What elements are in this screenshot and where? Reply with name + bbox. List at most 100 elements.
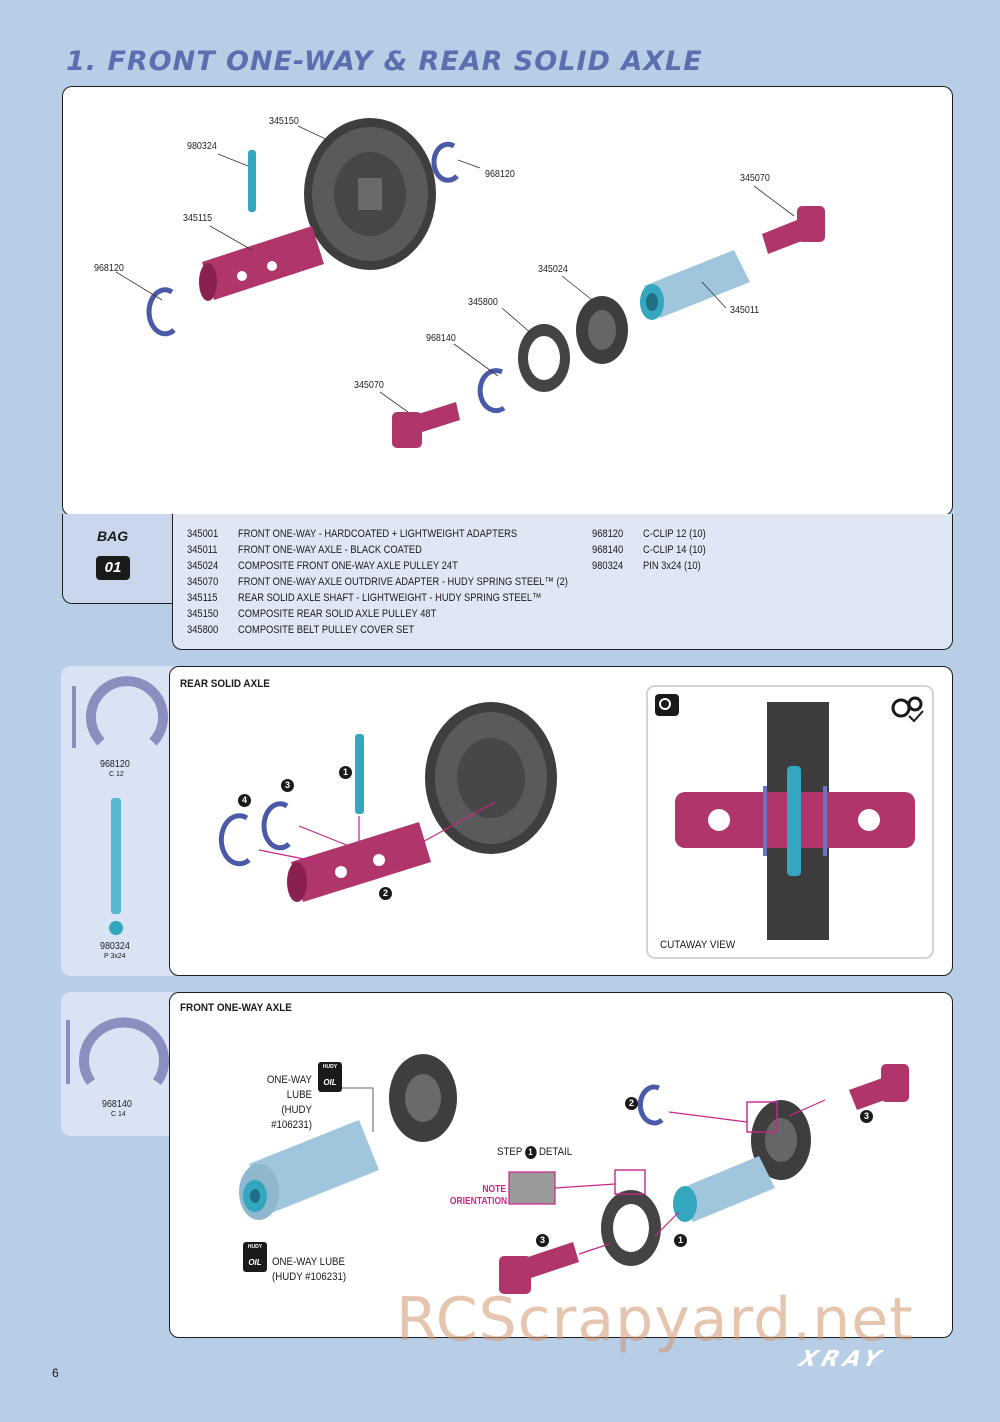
lube-bottom-line-2: (HUDY #106231) — [272, 1271, 347, 1283]
pulley-24t-right — [751, 1100, 811, 1180]
clip-step4 — [218, 813, 251, 867]
exploded-view-panel — [62, 86, 953, 516]
hudy-badge-bottom-text: HUDY — [247, 1244, 263, 1250]
step-detail-num: 1 — [524, 1146, 537, 1159]
label-968120-left: 968120 — [94, 262, 124, 274]
pulley-48t — [304, 118, 436, 270]
label-345011: 345011 — [730, 304, 760, 316]
rear-section-title: REAR SOLID AXLE — [180, 678, 270, 690]
exploded-view-drawing — [115, 118, 825, 448]
label-345800: 345800 — [468, 296, 498, 308]
rear-axle-drawing — [218, 685, 934, 959]
page-title: 1. FRONT ONE-WAY & REAR SOLID AXLE — [66, 46, 703, 77]
label-345070-bottom: 345070 — [354, 379, 384, 391]
lube-label-bottom: ONE-WAY LUBE (HUDY #106231) — [272, 1255, 346, 1285]
pulley-24t — [576, 296, 628, 364]
cutaway-view-label: CUTAWAY VIEW — [660, 939, 736, 951]
oil-badge-bottom-text: OIL — [248, 1258, 262, 1267]
clip-step3 — [261, 801, 291, 851]
hudy-oil-badge-bottom: HUDY OIL — [243, 1242, 267, 1272]
note-orientation: NOTE ORIENTATION — [449, 1184, 508, 1208]
front-axle-left — [239, 1120, 379, 1220]
cutaway-pin — [787, 766, 801, 876]
front-step-2: 2 — [625, 1097, 638, 1110]
lube-top-line-2: (HUDY #106231) — [271, 1104, 312, 1131]
clip-c12-icon — [86, 676, 168, 746]
front-axle-345011 — [640, 250, 750, 320]
bag-number: 01 — [104, 559, 122, 576]
hudy-oil-badge-top: HUDY OIL — [318, 1062, 342, 1092]
rear-side-part-code-2: 980324 — [100, 940, 130, 952]
front-axle-right — [673, 1156, 775, 1222]
step-detail-label: STEP 1 DETAIL — [497, 1146, 572, 1159]
outdrive-right-bottom — [499, 1242, 579, 1294]
clip-c14-icon — [79, 1017, 169, 1085]
rear-step-1: 1 — [339, 766, 352, 779]
front-section-title: FRONT ONE-WAY AXLE — [180, 1002, 292, 1014]
watermark: RCScrapyard.net — [396, 1285, 914, 1355]
rear-side-part-sub-1: C 12 — [109, 771, 124, 778]
front-axle-drawing — [239, 1054, 909, 1294]
gears-check-icon — [891, 696, 924, 723]
lube-top-line-1: ONE-WAY LUBE — [266, 1074, 312, 1101]
outdrive-right-top — [849, 1064, 909, 1110]
label-345115: 345115 — [183, 212, 213, 224]
front-side-drawing — [66, 1017, 169, 1085]
lube-label-top: ONE-WAY LUBE (HUDY #106231) — [247, 1073, 312, 1133]
outdrive-345070-bottom — [392, 402, 460, 448]
cover-345800 — [518, 324, 570, 392]
clip-968120-left — [146, 287, 176, 337]
clip-side-icon — [72, 686, 76, 748]
label-345150: 345150 — [269, 115, 299, 127]
detail-icon-label: DETAIL — [658, 711, 676, 717]
front-side-part-code: 968140 — [102, 1098, 132, 1110]
step-detail-texture — [508, 1171, 556, 1205]
note-line-2: ORIENTATION — [449, 1196, 508, 1207]
pin-p324-icon — [111, 798, 121, 914]
pulley-24t-left — [389, 1054, 457, 1142]
rear-step-3: 3 — [281, 779, 294, 792]
rear-side-part-code-1: 968120 — [100, 758, 130, 770]
note-line-1: NOTE — [482, 1184, 506, 1195]
bag-label: BAG — [97, 528, 129, 544]
rear-axle-345115 — [199, 226, 324, 301]
clip-968120-top — [431, 141, 459, 183]
parts-list-box — [172, 514, 953, 650]
rear-axle-part — [287, 822, 431, 902]
step-detail-suffix: DETAIL — [538, 1146, 573, 1158]
hudy-badge-top-text: HUDY — [322, 1064, 338, 1070]
label-980324: 980324 — [187, 140, 217, 152]
front-side-part-sub: C 14 — [111, 1111, 126, 1118]
rear-side-drawing — [72, 676, 168, 935]
clip-side-icon-2 — [66, 1020, 70, 1084]
step-detail-prefix: STEP — [497, 1146, 523, 1158]
oil-badge-top-text: OIL — [323, 1078, 337, 1087]
lube-bottom-line-1: ONE-WAY LUBE — [272, 1256, 345, 1268]
label-968140: 968140 — [426, 332, 456, 344]
clip-968140-front — [637, 1084, 664, 1126]
pin-980324 — [248, 150, 256, 212]
front-step-3-right: 3 — [860, 1110, 873, 1123]
magnifier-detail-icon — [655, 694, 679, 716]
pin-end-icon — [109, 921, 123, 935]
note-box-top — [746, 1101, 778, 1133]
clip-968140 — [477, 368, 506, 414]
rear-side-part-sub-2: P 3x24 — [104, 953, 126, 960]
rear-step-4: 4 — [238, 794, 251, 807]
pin-rear — [355, 734, 364, 814]
label-345024: 345024 — [538, 263, 568, 275]
cover-right — [601, 1190, 661, 1266]
rear-step-2: 2 — [379, 887, 392, 900]
